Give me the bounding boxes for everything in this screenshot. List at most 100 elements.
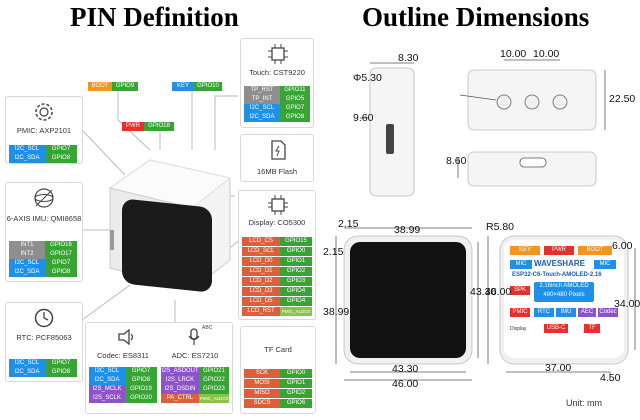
- touch-pin-name: I2C_SDA: [244, 113, 280, 122]
- dim-8-60: 8.60: [446, 155, 467, 167]
- back-board: KEY PWR BOOT MIC WAVESHARE MIC ESP32-C6-…: [504, 240, 624, 358]
- sd-flash-icon: [271, 140, 286, 160]
- touch-pin-gpio: GPIO7: [280, 104, 310, 113]
- pin-definition-title: PIN Definition: [70, 2, 239, 32]
- board-mic-left: MIC: [510, 260, 532, 269]
- display-pin-name: LCD_D2: [242, 277, 280, 286]
- board-pwr-label: PWR: [544, 246, 574, 255]
- flash-caption: 16MB Flash: [256, 167, 298, 176]
- audio-card: ABC Codec: ES8311 ADC: ES7210 I2C_SCL GP…: [85, 322, 233, 414]
- boot-tag-gpio: GPIO9: [112, 82, 138, 91]
- flash-card: 16MB Flash: [240, 134, 314, 182]
- touch-pin-gpio: GPIO8: [280, 113, 310, 122]
- adc-caption: ADC: ES7210: [171, 351, 219, 360]
- rtc-card: RTC: PCF85063 I2C_SCL GPIO7 I2C_SDA GPIO…: [5, 302, 83, 382]
- dim-2-15-v: 2.15: [323, 246, 344, 258]
- board-bottom-display: Display: [510, 326, 527, 332]
- dim-37-00: 37.00: [545, 362, 572, 374]
- audio-pin-name: I2S_LRCK: [161, 376, 199, 385]
- audio-pin-name: I2S_DSDIN: [161, 385, 199, 394]
- rtc-pin-name: I2C_SDA: [9, 368, 45, 377]
- touch-caption: Touch: CST9220: [249, 68, 305, 77]
- clock-icon: [34, 308, 54, 328]
- dim-2-15-h: 2.15: [338, 218, 359, 230]
- tf-pin-gpio: GPIO2: [280, 389, 312, 398]
- board-bottom-usb: USB-C: [544, 324, 568, 333]
- rtc-pin-gpio: GPIO8: [45, 368, 77, 377]
- tf-pin-name: MOSI: [244, 379, 280, 388]
- dim-38-99-v: 38.99: [323, 306, 350, 318]
- audio-pin-gpio: GPIO23: [199, 385, 229, 394]
- imu-pin-name: INT2: [9, 250, 45, 259]
- audio-pin-gpio: GPIO21: [199, 367, 229, 376]
- board-model: ESP32-C6-Touch-AMOLED-2.16: [512, 272, 602, 278]
- outline-dimensions-title: Outline Dimensions: [362, 2, 590, 32]
- board-bottom-tf: TF: [584, 324, 600, 333]
- board-chip-spk: SPK: [510, 286, 530, 295]
- imu-pin-gpio: GPIO8: [45, 268, 77, 277]
- display-pin-name: LCD_D3: [242, 287, 280, 296]
- display-pin-name: LCD_RST: [242, 307, 280, 316]
- key-tag-gpio: GPIO10: [194, 82, 222, 91]
- board-chip-rtc: RTC: [534, 308, 554, 317]
- dim-43-30-v: 43.30: [470, 286, 497, 298]
- tf-pin-gpio: GPIO1: [280, 379, 312, 388]
- device-3d-render: [108, 159, 232, 292]
- touch-card: Touch: CST9220 TP_RST GPIO11 TP_INT GPIO…: [240, 38, 314, 128]
- pwr-tag-label: PWR: [122, 122, 144, 131]
- audio-pin-name: I2S_SCLK: [89, 394, 125, 403]
- dim-6-00: 6.00: [612, 240, 633, 252]
- display-pin-name: LCD_D0: [242, 257, 280, 266]
- board-chip-pmic: PMIC: [510, 308, 530, 317]
- dim-10-00-a: 10.00: [500, 48, 527, 60]
- display-pin-name: LCD_D5: [242, 297, 280, 306]
- display-card: Display: CO5300 LCD_CS GPIO15 LCD_SCL GP…: [238, 190, 316, 320]
- imu-card: 6-AXIS IMU: QMI8658 INT1 GPIO16 INT2 GPI…: [5, 182, 83, 282]
- board-screen-line1: 2.16inch AMOLED: [539, 283, 589, 289]
- chip-icon: [268, 44, 288, 64]
- audio-pin-gpio: GPIO22: [199, 376, 229, 385]
- tf-pin-name: MISO: [244, 389, 280, 398]
- pmic-pin-gpio: GPIO7: [45, 145, 77, 154]
- dim-10-00-b: 10.00: [533, 48, 560, 60]
- gear-battery-icon: [35, 103, 53, 121]
- board-screen-box: 2.16inch AMOLED 480×480 Pixels: [534, 282, 594, 302]
- pmic-pin-gpio: GPIO8: [45, 154, 77, 163]
- display-pin-name: LCD_SCL: [242, 247, 280, 256]
- boot-tag-label: BOOT: [88, 82, 112, 91]
- display-pin-gpio: GPIO3: [280, 277, 312, 286]
- pmic-pin-name: I2C_SCL: [9, 145, 45, 154]
- dim-43-30-h: 43.30: [392, 363, 419, 375]
- microphone-icon: [188, 328, 200, 345]
- display-caption: Display: CO5300: [248, 218, 306, 227]
- audio-pin-name: I2S_MCLK: [89, 385, 125, 394]
- pwr-tag-gpio: GPIO18: [144, 122, 174, 131]
- tf-pin-gpio: GPIO6: [280, 399, 312, 408]
- tf-card: TF Card SCK GPIO0 MOSI GPIO1 MISO GPIO2 …: [240, 326, 316, 414]
- display-pin-gpio: GPIO4: [280, 297, 312, 306]
- key-tag-label: KEY: [172, 82, 194, 91]
- touch-pin-name: TP_INT: [244, 95, 280, 104]
- display-pin-gpio: GPIO0: [280, 247, 312, 256]
- unit-label: Unit: mm: [566, 398, 602, 408]
- audio-pin-gpio: GPIO20: [125, 394, 157, 403]
- chip-icon: [268, 195, 288, 215]
- imu-pin-gpio: GPIO7: [45, 259, 77, 268]
- pmic-card: PMIC: AXP2101 I2C_SCL GPIO7 I2C_SDA GPIO…: [5, 96, 83, 164]
- audio-pin-name: I2S_ASDOUT: [161, 367, 199, 376]
- pmic-pin-name: I2C_SDA: [9, 154, 45, 163]
- audio-pin-name: PA_CTRL: [161, 394, 199, 403]
- adc-icon-label: ABC: [202, 325, 213, 331]
- board-chip-imu: IMU: [556, 308, 576, 317]
- touch-pin-gpio: GPIO11: [280, 86, 310, 95]
- imu-pin-gpio: GPIO16: [45, 241, 77, 250]
- dim-hole-5-30: Φ5.30: [353, 72, 382, 84]
- dim-8-30: 8.30: [398, 52, 419, 64]
- audio-pin-name: I2C_SDA: [89, 376, 125, 385]
- display-pin-gpio: PMIC_ALDO1: [280, 307, 312, 316]
- imu-pin-name: I2C_SDA: [9, 268, 45, 277]
- display-pin-name: LCD_CS: [242, 237, 280, 246]
- board-chip-codec: Codec: [598, 308, 618, 317]
- dim-34-00: 34.00: [614, 298, 640, 310]
- rtc-caption: RTC: PCF85063: [16, 333, 72, 342]
